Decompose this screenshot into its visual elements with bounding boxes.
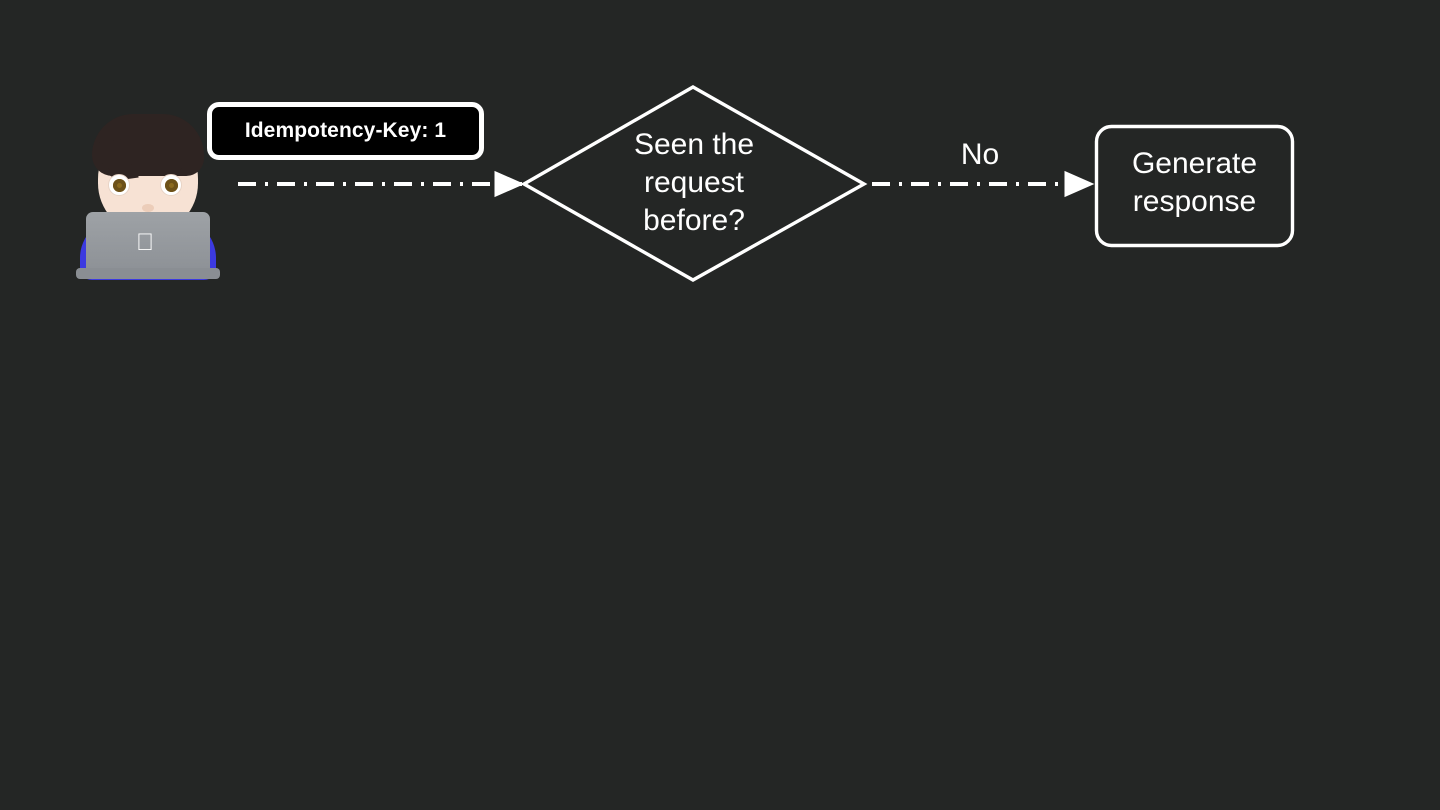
decision-node-shape[interactable]: [520, 85, 868, 282]
idempotency-key-chip[interactable]: Idempotency-Key: 1: [207, 102, 484, 160]
process-node-label: Generate response: [1131, 147, 1258, 218]
decision-node-label: Seen the request before?: [633, 128, 755, 237]
person-with-laptop-icon: : [72, 108, 224, 280]
process-node-shape[interactable]: [1094, 124, 1295, 248]
edge-label-no: No: [960, 138, 1000, 171]
client-actor[interactable]: : [72, 108, 224, 280]
apple-logo-icon: : [134, 230, 156, 256]
idempotency-key-chip-label: Idempotency-Key: 1: [244, 119, 447, 142]
